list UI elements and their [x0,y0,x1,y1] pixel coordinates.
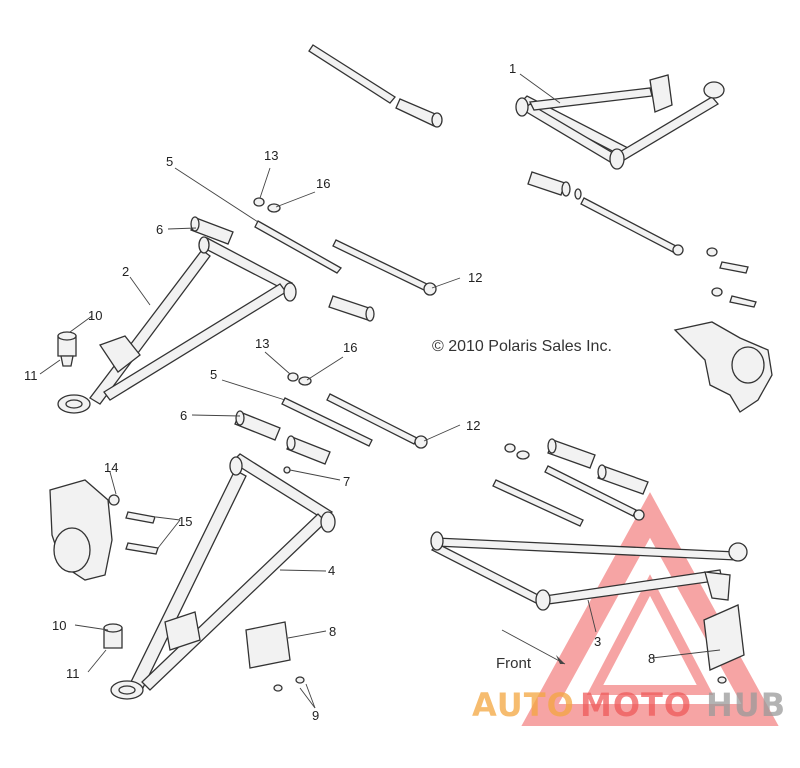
callout-13-top: 13 [264,148,278,163]
ball-joint-10-top [57,331,77,367]
callout-labels: 1 2 3 4 5 5 6 6 7 8 8 9 10 10 11 11 12 1… [24,61,655,723]
watermark-text-auto: AUTO [472,686,575,724]
callout-4: 4 [328,563,335,578]
skid-plate-8-left [245,621,305,692]
rod-5-top [254,220,342,274]
callout-16-middle: 16 [343,340,357,355]
callout-5-top: 5 [166,154,173,169]
copyright-notice: © 2010 Polaris Sales Inc. [432,338,612,355]
bushing-mid-top [328,295,375,322]
callout-6-middle: 6 [180,408,187,423]
leader-lines [39,73,721,709]
callout-7: 7 [343,474,350,489]
bushing-6-middle [234,410,331,465]
a-arm-3 [430,531,748,611]
callout-11-bottom: 11 [66,666,80,681]
upper-a-arm-1 [515,74,725,170]
watermark-wordmark: AUTO MOTO HUB [472,686,786,724]
callout-12-middle: 12 [466,418,480,433]
front-label: Front [496,655,532,672]
front-direction-arrow [501,629,566,665]
callout-8-right: 8 [648,651,655,666]
watermark-logo-triangle [521,492,779,726]
washers-top [253,197,281,213]
watermark-text-hub: HUB [706,686,786,724]
skid-plate-8-right [703,604,745,684]
hardware-above-a-arm-3 [492,438,649,527]
ball-joint-10-bottom [103,623,123,649]
bolt-12-middle [326,393,428,449]
watermark-text-moto: MOTO [580,686,692,724]
callout-2: 2 [122,264,129,279]
grease-fitting-7 [283,466,291,474]
callout-6-top: 6 [156,222,163,237]
callout-5-middle: 5 [210,367,217,382]
callout-11-top: 11 [24,368,38,383]
callout-15: 15 [178,514,192,529]
washers-middle [287,372,312,386]
callout-3: 3 [594,634,601,649]
a-arm-4 [110,453,336,700]
callout-8-left: 8 [329,624,336,639]
callout-14: 14 [104,460,118,475]
bolt-12-top [332,239,437,296]
bushing-6-top [190,216,234,245]
pivot-tube-top [308,44,443,128]
callout-10-bottom: 10 [52,618,66,633]
steering-knuckle-left [49,479,159,581]
callout-13-middle: 13 [255,336,269,351]
callout-10-top: 10 [88,308,102,323]
callout-12-top: 12 [468,270,482,285]
bushings-and-bolt-upper-right [527,171,757,308]
steering-knuckle-right [673,321,773,413]
rod-5-middle [281,397,373,447]
callout-9: 9 [312,708,319,723]
a-arm-2 [57,236,297,414]
callout-1: 1 [509,61,516,76]
callout-16-top: 16 [316,176,330,191]
